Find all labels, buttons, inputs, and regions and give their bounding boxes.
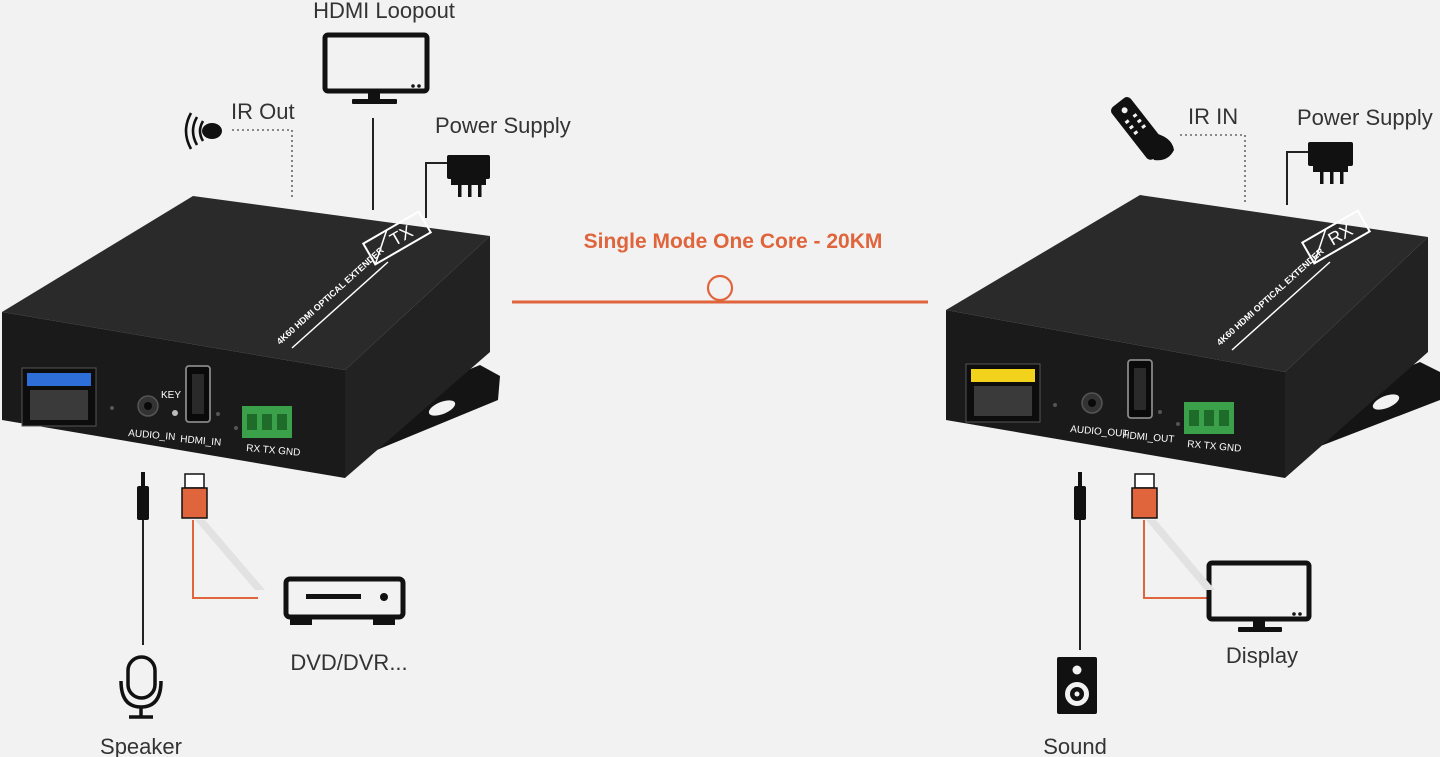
tx-top-face	[2, 196, 490, 370]
tx-power-supply-label: Power Supply	[435, 113, 571, 138]
dvd-cable-line	[192, 520, 258, 599]
tx-hdmi-in-label: HDMI_IN	[180, 434, 222, 449]
speaker-label: Speaker	[100, 734, 182, 757]
rx-extender-device: 4K60 HDMI OPTICAL EXTENDER RX	[946, 195, 1440, 478]
tx-terminal-label: RX TX GND	[246, 443, 301, 459]
rx-audio-out-label: AUDIO_OUT	[1070, 424, 1129, 440]
text-labels: HDMI Loopout IR Out Power Supply IR IN P…	[100, 0, 1433, 757]
tx-audio-in-label: AUDIO_IN	[128, 428, 176, 443]
tx-key-button[interactable]	[172, 410, 178, 416]
rx-audio-jack-icon	[1074, 472, 1086, 520]
sound-label: Sound	[1043, 734, 1107, 757]
ir-emitter-icon	[184, 112, 222, 150]
dvd-player-icon	[283, 576, 406, 625]
rx-right-face	[1285, 237, 1428, 478]
tx-power-line	[425, 162, 447, 218]
speaker-box-icon	[1057, 657, 1097, 714]
remote-control-icon	[1111, 97, 1174, 161]
tx-key-label: KEY	[161, 390, 181, 401]
connector-lines	[142, 118, 1308, 650]
fiber-label: Single Mode One Core - 20KM	[584, 230, 883, 253]
display-cable-line	[1143, 520, 1210, 599]
tx-hdmi-plug-icon	[181, 473, 265, 590]
rx-terminal-label: RX TX GND	[1187, 439, 1242, 455]
dvd-label: DVD/DVR...	[290, 650, 407, 675]
rx-front-face	[946, 310, 1285, 478]
rx-hdmi-out-port[interactable]	[1127, 359, 1153, 419]
rx-terminal-block[interactable]	[1184, 402, 1234, 434]
fiber-core-icon	[706, 274, 734, 302]
tx-extender-device: 4K60 HDMI OPTICAL EXTENDER TX KEY	[2, 196, 500, 478]
display-monitor-icon	[1206, 560, 1312, 632]
ir-in-label: IR IN	[1188, 104, 1238, 129]
rx-power-adapter-icon	[1308, 142, 1353, 184]
ir-out-label: IR Out	[231, 99, 295, 124]
tx-audio-jack-icon	[137, 472, 149, 520]
ir-out-line	[232, 129, 293, 198]
tx-terminal-block[interactable]	[242, 406, 292, 438]
ir-in-line	[1180, 134, 1246, 205]
tx-hdmi-in-port[interactable]	[185, 365, 211, 423]
rx-sfp-port[interactable]	[965, 363, 1041, 423]
hdmi-loopout-label: HDMI Loopout	[313, 0, 455, 23]
microphone-icon	[119, 655, 163, 719]
tx-sfp-port[interactable]	[21, 367, 97, 427]
tx-right-face	[345, 236, 490, 478]
rx-hdmi-plug-icon	[1131, 473, 1215, 590]
tx-power-adapter-icon	[447, 155, 490, 197]
tx-audio-in-port[interactable]	[137, 395, 159, 417]
display-label: Display	[1226, 643, 1298, 668]
rx-power-supply-label: Power Supply	[1297, 105, 1433, 130]
fiber-link: Single Mode One Core - 20KM	[512, 230, 928, 304]
rx-hdmi-out-label: HDMI_OUT	[1122, 430, 1175, 446]
hdmi-monitor-icon	[322, 32, 430, 104]
rx-audio-out-port[interactable]	[1081, 392, 1103, 414]
rx-power-line	[1286, 151, 1308, 205]
